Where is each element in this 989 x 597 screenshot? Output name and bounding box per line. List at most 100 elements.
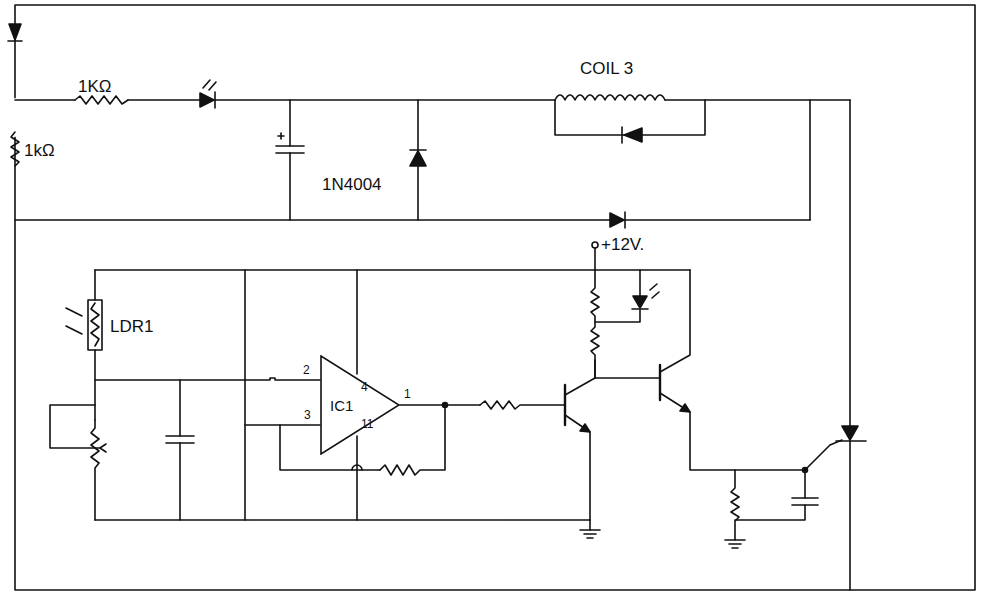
wire bbox=[417, 166, 419, 220]
plus-sign bbox=[280, 133, 282, 139]
wire bbox=[179, 443, 181, 520]
diode-bar bbox=[8, 40, 22, 42]
ldr-symbol bbox=[88, 300, 102, 350]
led-symbol bbox=[633, 296, 647, 308]
wire bbox=[94, 270, 96, 300]
potentiometer-symbol bbox=[91, 420, 99, 520]
wire bbox=[555, 100, 705, 135]
wire bbox=[589, 520, 591, 530]
opamp-shape bbox=[321, 356, 399, 454]
light-arrow bbox=[66, 326, 82, 334]
wire bbox=[289, 100, 291, 146]
wire bbox=[356, 436, 358, 520]
wire bbox=[809, 100, 811, 220]
ground-symbol bbox=[729, 543, 741, 545]
scr-gate bbox=[805, 440, 842, 470]
junction-dot bbox=[443, 403, 448, 408]
wire bbox=[95, 519, 590, 521]
pin-number: 11 bbox=[361, 418, 373, 430]
component-label: 1KΩ bbox=[78, 78, 112, 95]
component-label: 1kΩ bbox=[24, 142, 55, 159]
transistor-collector bbox=[660, 270, 690, 372]
coil-symbol bbox=[555, 95, 665, 100]
ground-symbol bbox=[587, 537, 593, 539]
frame-wire bbox=[15, 5, 975, 590]
ldr-zigzag bbox=[91, 303, 99, 346]
wire bbox=[245, 424, 320, 426]
wire bbox=[95, 269, 690, 271]
led-arrow bbox=[650, 284, 657, 290]
component-label: LDR1 bbox=[110, 318, 153, 335]
wire bbox=[639, 270, 641, 296]
wire bbox=[849, 441, 851, 590]
resistor-symbol bbox=[75, 96, 128, 104]
wire bbox=[128, 99, 200, 101]
diode-bar bbox=[621, 127, 623, 143]
opamp-triangle: IC1 bbox=[320, 355, 400, 455]
wire bbox=[400, 404, 480, 406]
wire bbox=[95, 378, 320, 380]
wire bbox=[735, 505, 805, 520]
wire bbox=[417, 100, 419, 150]
component-label: 1N4004 bbox=[322, 176, 382, 193]
wire bbox=[94, 350, 96, 420]
wire bbox=[849, 100, 851, 426]
resistor-symbol bbox=[380, 405, 445, 475]
wire bbox=[595, 377, 660, 379]
wire bbox=[15, 99, 75, 101]
led-arrow bbox=[209, 82, 216, 90]
pin-number: 1 bbox=[404, 388, 411, 400]
scr-symbol bbox=[842, 426, 858, 440]
wire bbox=[179, 380, 181, 436]
component-label: COIL 3 bbox=[580, 60, 633, 77]
pin-number: 3 bbox=[304, 409, 311, 421]
resistor-symbol bbox=[591, 270, 599, 378]
diode-symbol bbox=[610, 213, 624, 227]
capacitor-plate bbox=[166, 435, 194, 437]
wiper-arrow bbox=[100, 444, 106, 452]
transistor-arrow bbox=[580, 424, 590, 432]
led-bar bbox=[632, 308, 648, 310]
pin-number: 4 bbox=[361, 381, 368, 393]
wire bbox=[15, 219, 610, 221]
ground-symbol bbox=[584, 533, 596, 535]
terminal-dot bbox=[592, 242, 598, 248]
wire bbox=[625, 219, 810, 221]
transistor-symbol bbox=[564, 385, 566, 425]
transistor-collector bbox=[565, 360, 595, 395]
component-label: +12V. bbox=[601, 236, 644, 253]
capacitor-plate bbox=[276, 145, 304, 147]
ground-symbol bbox=[732, 547, 738, 549]
diode-symbol bbox=[410, 151, 426, 166]
led-symbol bbox=[200, 93, 214, 107]
wire bbox=[215, 99, 555, 101]
led-arrow bbox=[652, 292, 659, 298]
ground-symbol bbox=[725, 539, 745, 541]
wire-hop bbox=[352, 465, 362, 470]
resistor-symbol bbox=[731, 470, 739, 540]
transistor-emitter bbox=[565, 415, 590, 520]
transistor-symbol bbox=[659, 365, 661, 400]
ground-symbol bbox=[580, 529, 600, 531]
wire bbox=[804, 470, 806, 498]
led-arrow bbox=[203, 80, 210, 88]
resistor-symbol bbox=[11, 132, 19, 166]
scr-bar bbox=[836, 440, 866, 442]
resistor-symbol bbox=[480, 401, 565, 409]
wire bbox=[50, 405, 100, 448]
pin-number: 2 bbox=[303, 364, 310, 376]
transistor-arrow bbox=[680, 404, 690, 412]
diode-symbol bbox=[9, 24, 21, 40]
capacitor-plate bbox=[792, 497, 818, 499]
transistor-emitter bbox=[660, 393, 805, 470]
wire bbox=[665, 99, 850, 101]
light-arrow bbox=[66, 308, 82, 316]
wire bbox=[356, 270, 358, 374]
wire bbox=[289, 153, 291, 220]
ic-label: IC1 bbox=[330, 398, 353, 413]
diode-symbol bbox=[624, 128, 642, 142]
wire bbox=[594, 248, 596, 270]
wire bbox=[244, 270, 246, 520]
